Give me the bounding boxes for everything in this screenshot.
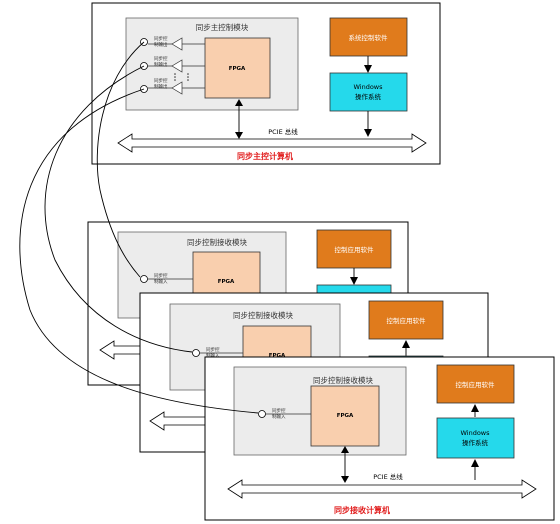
slave3-pcie-bus <box>227 479 537 499</box>
master-os-line1: Windows <box>353 83 383 91</box>
master-output-channels <box>148 37 205 95</box>
master-system-software-box <box>329 17 408 57</box>
slave3-in-label-b: 制输入 <box>272 413 286 420</box>
cable-master-to-slave2 <box>44 65 193 353</box>
slave3-module-title: 同步控制接收模块 <box>313 375 373 385</box>
master-out-label-3b: 制输出 <box>154 83 168 90</box>
slave1-in-label-a: 同步控 <box>154 272 168 279</box>
slave1-input-connector <box>140 275 148 283</box>
slave3-input-connector <box>258 410 266 418</box>
master-ellipsis-dots <box>174 73 189 81</box>
master-fpga-label: FPGA <box>229 66 246 72</box>
master-pcie-bus <box>117 133 427 153</box>
master-out-label-2a: 同步控 <box>154 55 168 62</box>
master-out-label-3a: 同步控 <box>154 77 168 84</box>
slave3-app-software-box <box>436 364 515 404</box>
sync-cables <box>19 41 259 414</box>
slave-computer-3: 同步控制接收模块 FPGA 同步控 制输入 控制应用软件 Windows 操作系… <box>204 356 555 521</box>
master-system-software-label: 系统控制软件 <box>349 33 389 42</box>
slave3-in-label-a: 同步控 <box>272 407 286 414</box>
slave2-fpga-label: FPGA <box>269 353 286 359</box>
slave1-app-software-label: 控制应用软件 <box>335 245 375 254</box>
slave2-in-label-a: 同步控 <box>206 346 220 353</box>
cable-master-to-slave1 <box>96 41 145 278</box>
slave3-fpga-block <box>310 385 380 447</box>
slave2-input-connector <box>192 349 200 357</box>
slave3-os-line1: Windows <box>460 429 490 437</box>
slave1-fpga-label: FPGA <box>218 279 235 285</box>
slave3-bus-label: PCIE 总线 <box>373 472 403 481</box>
slave2-app-software-label: 控制应用软件 <box>387 316 427 325</box>
slave1-module-title: 同步控制接收模块 <box>187 237 247 247</box>
cable-master-to-slave3 <box>19 88 259 414</box>
master-bus-label: PCIE 总线 <box>268 127 298 136</box>
slave3-os-box <box>436 417 515 459</box>
slave3-app-software-label: 控制应用软件 <box>456 380 496 389</box>
master-computer-caption: 同步主控计算机 <box>237 151 293 161</box>
slave1-in-label-b: 制输入 <box>154 278 168 285</box>
slave3-computer-caption: 同步接收计算机 <box>334 505 390 515</box>
master-fpga-block <box>204 37 271 99</box>
slave1-app-software-box <box>316 229 392 269</box>
master-module-title: 同步主控制模块 <box>196 22 249 32</box>
master-out-label-1a: 同步控 <box>154 35 168 42</box>
slave2-app-software-box <box>368 300 444 340</box>
slave3-fpga-label: FPGA <box>337 413 354 419</box>
master-out-label-1b: 制输出 <box>154 41 168 48</box>
slave3-os-line2: 操作系统 <box>462 438 489 447</box>
master-computer: 同步主控制模块 FPGA 同步控 制输出 同步控 制输出 同步控 制输出 系统控… <box>91 2 441 165</box>
master-out-label-2b: 制输出 <box>154 61 168 68</box>
slave2-module-title: 同步控制接收模块 <box>233 310 293 320</box>
master-os-line2: 操作系统 <box>355 92 382 101</box>
master-os-box <box>329 72 408 112</box>
slave2-in-label-b: 制输入 <box>206 352 220 359</box>
